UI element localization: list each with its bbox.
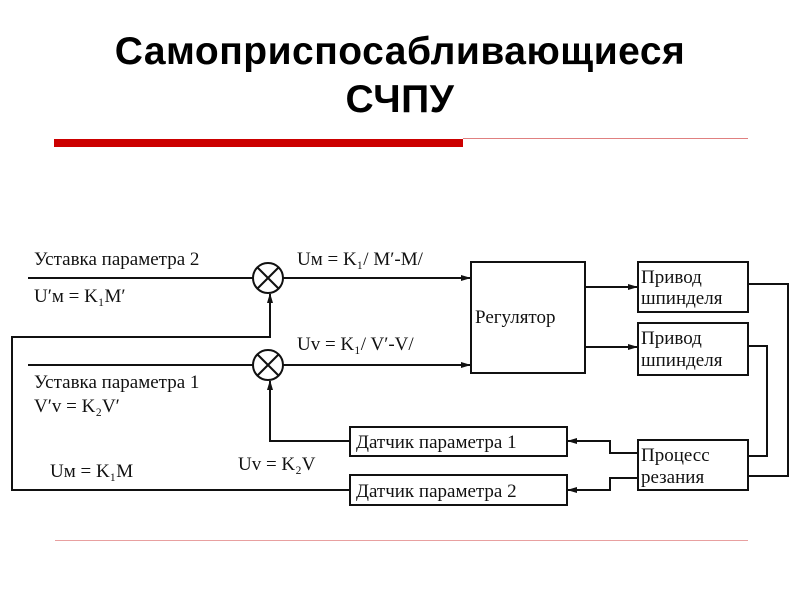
sensor1-label: Датчик параметра 1	[356, 432, 517, 453]
process-label-line1: Процесс	[641, 445, 710, 466]
drive1-label-line2: шпинделя	[641, 288, 723, 309]
feedback-v-arrow	[267, 380, 350, 442]
title-underline-thin	[463, 138, 748, 139]
sensor2-box	[349, 474, 568, 506]
regulator-label: Регулятор	[475, 307, 555, 328]
drive2-label-line1: Привод	[641, 328, 702, 349]
feedback-v-label: Uv = K₂V	[238, 454, 316, 475]
feedback-m-label: Uм = K₁M	[50, 461, 133, 482]
drive2-process-line	[748, 345, 768, 457]
error-m-label: Uм = K₁/ M′-M/	[297, 249, 424, 270]
drive1-process-line	[748, 283, 789, 477]
regulator-box	[470, 261, 586, 374]
setpoint2-label: Уставка параметра 2	[34, 249, 199, 270]
setpoint1-label: Уставка параметра 1	[34, 372, 199, 393]
sensor1-box	[349, 426, 568, 457]
footer-divider	[55, 540, 748, 541]
summing-junction-1	[252, 262, 284, 294]
setpoint2-formula: U′м = K₁M′	[34, 286, 126, 307]
drive2-label-line2: шпинделя	[641, 350, 723, 371]
summing-junction-2	[252, 349, 284, 381]
drive1-label-line1: Привод	[641, 267, 702, 288]
process-label-line2: резания	[641, 467, 704, 488]
title-underline-accent	[54, 139, 463, 147]
process-box	[637, 439, 749, 491]
slide-title-line1: Самоприспосабливающиеся	[114, 30, 686, 73]
sensor2-label: Датчик параметра 2	[356, 481, 517, 502]
slide-title-line2: СЧПУ	[345, 78, 455, 121]
process-sensor2-arrow	[567, 477, 638, 493]
setpoint1-formula: V′v = K₂V′	[34, 396, 120, 417]
feedback-m-arrow	[11, 293, 350, 491]
drive2-box	[637, 322, 749, 376]
drive1-box	[637, 261, 749, 313]
error-v-label: Uv = K₁/ V′-V/	[297, 334, 414, 355]
process-sensor1-arrow	[567, 438, 638, 454]
